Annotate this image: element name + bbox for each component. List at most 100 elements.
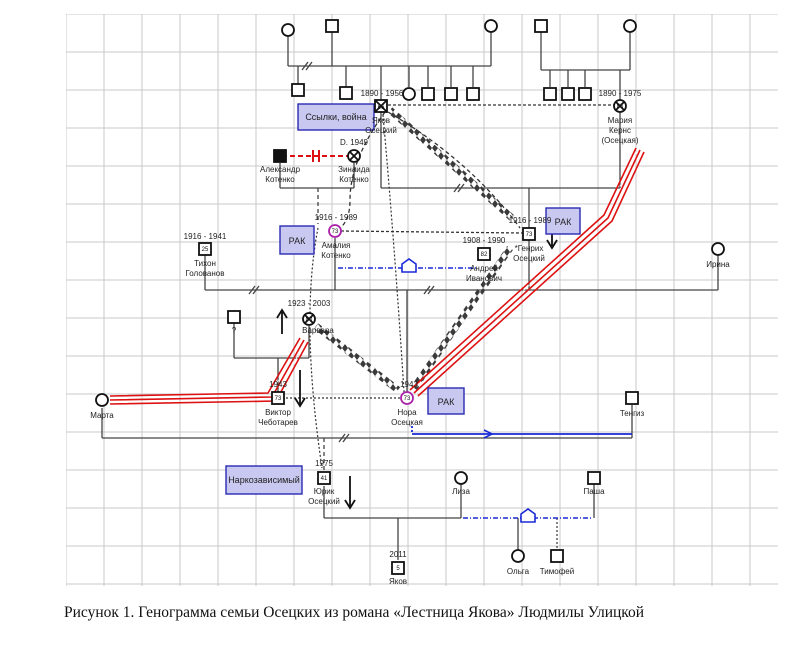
tikhon-name1: Тихон <box>194 259 216 268</box>
tengiz-name: Тенгиз <box>620 409 645 418</box>
maria-name1: Мария <box>608 116 632 125</box>
genrih-name2: Осецкий <box>513 254 545 263</box>
tikhon-symbol <box>198 242 212 256</box>
age-yurik: 41 <box>321 476 328 482</box>
genrih-symbol <box>522 227 536 241</box>
timofei-symbol <box>550 549 564 563</box>
male-symbol <box>444 87 458 101</box>
yurik-name2: Осецкий <box>308 497 340 506</box>
male-symbol <box>561 87 575 101</box>
alexandr-symbol <box>273 149 287 163</box>
viktor-name2: Чеботарев <box>258 418 298 427</box>
female-symbol <box>484 19 498 33</box>
background-grid <box>65 13 778 586</box>
male-symbol <box>421 87 435 101</box>
nora-years: 1943 <box>400 380 418 389</box>
male-symbol <box>291 83 305 97</box>
zinaida-years: D. 1949 <box>340 138 369 147</box>
age-amalia: 73 <box>332 229 339 235</box>
yurik-years: 1975 <box>315 459 333 468</box>
amalia-name1: Амалия <box>322 241 351 250</box>
tikhon-years: 1916 - 1941 <box>184 232 227 241</box>
age-viktor: 73 <box>275 396 282 402</box>
direction-arrows <box>276 221 558 510</box>
box-rak-nora: РАК <box>438 397 455 407</box>
box-rak-genrih: РАК <box>555 217 572 227</box>
annotation-boxes: Ссылки, война РАК РАК РАК Наркозависимый <box>225 103 581 495</box>
female-symbol <box>402 87 416 101</box>
box-ssylki: Ссылки, война <box>305 112 366 122</box>
age-maria: 85 <box>617 104 624 110</box>
age-genrih: 73 <box>526 232 533 238</box>
irina-symbol <box>711 242 725 256</box>
amalia-name2: Котенко <box>321 251 351 260</box>
unknown-symbol <box>227 310 241 324</box>
olga-symbol <box>511 549 525 563</box>
nora-name1: Нора <box>397 408 417 417</box>
age-varvara: 80 <box>306 317 313 323</box>
maria-name2: Кернс <box>609 126 631 135</box>
female-symbol <box>623 19 637 33</box>
male-symbol <box>466 87 480 101</box>
maria-years: 1890 - 1975 <box>599 89 642 98</box>
liza-name: Лиза <box>452 487 470 496</box>
age-andrei: 82 <box>481 252 488 258</box>
yakov-young-name: Яков <box>389 577 407 586</box>
male-symbol <box>325 19 339 33</box>
box-rak-amalia: РАК <box>289 236 306 246</box>
timofei-name: Тимофей <box>540 567 574 576</box>
pasha-name: Паша <box>583 487 605 496</box>
viktor-years: 1943 <box>269 380 287 389</box>
marta-name: Марта <box>90 411 114 420</box>
female-symbol <box>281 23 295 37</box>
alexandr-name2: Котенко <box>265 175 295 184</box>
yakov-elder-name2: Осецкий <box>365 126 397 135</box>
pasha-symbol <box>587 471 601 485</box>
person-symbols <box>95 19 725 575</box>
tengiz-symbol <box>625 391 639 405</box>
person-labels: 1890 - 1956 Яков Осецкий 1890 - 1975 Мар… <box>90 89 730 586</box>
olga-name: Ольга <box>507 567 530 576</box>
andrei-years: 1908 - 1990 <box>463 236 506 245</box>
box-narko: Наркозависимый <box>228 475 300 485</box>
genrih-years: 1916 - 1989 <box>509 216 552 225</box>
genogram-svg: Ссылки, война РАК РАК РАК Наркозависимый <box>65 13 778 586</box>
family-lines <box>101 30 719 560</box>
male-symbol <box>578 87 592 101</box>
nora-symbol <box>400 391 414 405</box>
yakov-elder-name1: Яков <box>372 116 390 125</box>
amalia-symbol <box>328 224 342 238</box>
age-yakov-elder: 66 <box>378 105 385 111</box>
zinaida-name1: Зинаида <box>338 165 370 174</box>
age-labels: 66 85 73 73 25 82 80 73 73 41 5 <box>202 104 624 572</box>
yurik-name1: Юрик <box>314 487 335 496</box>
marta-symbol <box>95 393 109 407</box>
tikhon-name2: Голованов <box>185 269 224 278</box>
unknown-name: ? <box>232 326 237 335</box>
varvara-name: Варвара <box>302 326 334 335</box>
viktor-symbol <box>271 391 285 405</box>
alexandr-name1: Александр <box>260 165 301 174</box>
genrih-name1: *Генрих <box>515 244 544 253</box>
viktor-name1: Виктор <box>265 408 291 417</box>
irina-name: Ирина <box>706 260 730 269</box>
yakov-elder-years: 1890 - 1956 <box>361 89 404 98</box>
male-symbol <box>534 19 548 33</box>
age-nora: 73 <box>404 396 411 402</box>
amalia-years: 1916 - 1989 <box>315 213 358 222</box>
andrei-symbol <box>477 247 491 261</box>
age-tikhon: 25 <box>202 247 209 253</box>
varvara-years: 1923 - 2003 <box>288 299 331 308</box>
andrei-name2: Иванович <box>466 274 502 283</box>
zinaida-name2: Котенко <box>339 175 369 184</box>
age-yakov-young: 5 <box>396 566 400 572</box>
liza-symbol <box>454 471 468 485</box>
male-symbol <box>543 87 557 101</box>
yakov-young-years: 2011 <box>389 550 407 559</box>
maria-name3: (Осецкая) <box>601 136 638 145</box>
yurik-symbol <box>317 471 331 485</box>
yakov-young-symbol <box>391 561 405 575</box>
andrei-name1: Андрей <box>470 264 498 273</box>
figure-caption: Рисунок 1. Генограмма семьи Осецких из р… <box>64 604 645 621</box>
male-symbol <box>339 86 353 100</box>
